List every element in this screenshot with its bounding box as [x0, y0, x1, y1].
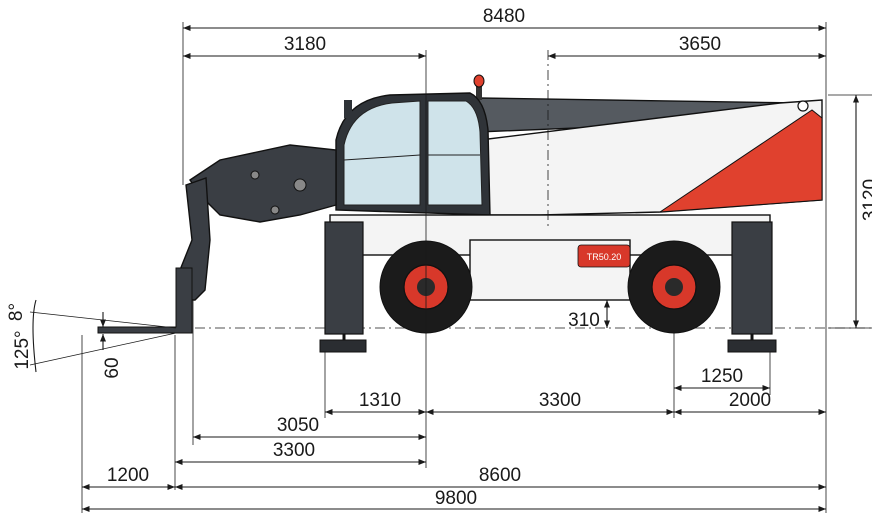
cab-door-glass: [427, 100, 483, 206]
dim-total-length: 9800: [435, 488, 477, 509]
telehandler-illustration: TR50.20: [97, 74, 872, 353]
boom-pivot: [797, 100, 809, 112]
dim-fork-thickness: 60: [102, 357, 123, 378]
cab-glass: [343, 100, 421, 206]
red-accent-panel: [658, 109, 823, 213]
rear-outrigger: [727, 221, 777, 353]
dim-fork-length: 1200: [107, 465, 149, 486]
dim-rear-outrigger-inner: 1250: [701, 366, 743, 387]
dim-length-without-forks: 8600: [479, 465, 521, 486]
dim-rear-overhang-top: 3650: [679, 34, 721, 55]
model-badge-text: TR50.20: [587, 252, 622, 262]
rear-wheel: [627, 240, 721, 334]
dim-front-overhang-a: 3050: [277, 415, 319, 436]
beacon-base: [476, 86, 482, 100]
fork: [97, 267, 193, 334]
dim-overall-length: 8480: [483, 6, 525, 27]
dim-front-overhang-b: 3300: [273, 440, 315, 461]
dim-wheelbase: 3300: [539, 390, 581, 411]
dim-rear-outrigger-outer: 2000: [729, 390, 771, 411]
model-badge-plate: [577, 244, 631, 268]
dim-height: 3120: [860, 179, 872, 221]
dim-front-to-cab: 3180: [284, 34, 326, 55]
boom-head-linkage: [188, 144, 337, 223]
dim-ground-clearance: 310: [568, 310, 600, 331]
dim-fork-tilt-up: 8°: [6, 303, 27, 321]
dim-fork-tilt-down: 125°: [12, 330, 33, 369]
front-outrigger: [319, 221, 367, 353]
cab-mirror: [344, 100, 352, 118]
dim-front-outrigger: 1310: [359, 390, 401, 411]
dimension-annotations: 8480 3180 3650 3120 310 8° 125° 60 1310 …: [6, 6, 872, 513]
beacon-light-icon: [473, 74, 485, 88]
